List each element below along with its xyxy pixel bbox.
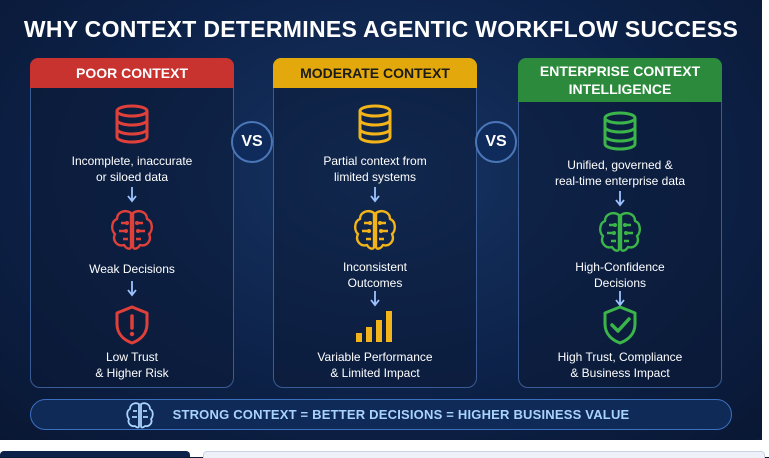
outcome-text-line-1: High Trust, Compliance [557, 350, 683, 364]
bar-chart-icon [356, 311, 392, 342]
arrow-down-icon [127, 281, 137, 297]
panel-moderate-context: MODERATE CONTEXT Partial context from li… [273, 58, 477, 388]
decision-text: Weak Decisions [31, 261, 233, 277]
outcome-text-line-1: Variable Performance [317, 350, 433, 364]
data-text-line-2: limited systems [333, 170, 416, 184]
outcome-text: Low Trust & Higher Risk [31, 349, 233, 381]
header-line-2: INTELLIGENCE [568, 81, 672, 97]
arrow-down-icon [370, 291, 380, 307]
arrow-down-icon [370, 187, 380, 203]
data-quality-text: Incomplete, inaccurate or siloed data [31, 153, 233, 185]
warning-shield-icon [115, 305, 149, 345]
summary-text: STRONG CONTEXT = BETTER DECISIONS = HIGH… [172, 407, 630, 422]
arrow-down-icon [615, 291, 625, 307]
infographic-title: WHY CONTEXT DETERMINES AGENTIC WORKFLOW … [23, 16, 739, 42]
database-icon [603, 111, 637, 151]
brain-icon [599, 212, 641, 252]
arrow-down-icon [127, 187, 137, 203]
outcome-text: High Trust, Compliance & Business Impact [519, 349, 721, 381]
next-card-light [203, 451, 765, 458]
decision-text-line-1: Weak Decisions [89, 262, 175, 276]
outcome-text-line-1: Low Trust [105, 350, 159, 364]
outcome-text-line-2: & Limited Impact [330, 366, 420, 380]
summary-banner: STRONG CONTEXT = BETTER DECISIONS = HIGH… [30, 399, 732, 430]
outcome-text: Variable Performance & Limited Impact [274, 349, 476, 381]
database-icon [358, 104, 392, 144]
panel-header-enterprise: ENTERPRISE CONTEXT INTELLIGENCE [518, 58, 722, 102]
page-margin [762, 0, 769, 457]
next-card-dark [0, 451, 190, 457]
panel-enterprise-context: ENTERPRISE CONTEXT INTELLIGENCE Unified,… [518, 58, 722, 388]
outcome-text-line-2: & Higher Risk [95, 366, 169, 380]
vs-badge: VS [231, 121, 273, 163]
decision-text: Inconsistent Outcomes [274, 259, 476, 291]
header-line-1: ENTERPRISE CONTEXT [539, 63, 701, 79]
brain-icon [111, 210, 153, 250]
next-section-preview [0, 440, 769, 458]
vs-badge: VS [475, 121, 517, 163]
data-text-line-2: or siloed data [95, 170, 169, 184]
data-text-line-2: real-time enterprise data [554, 174, 686, 188]
brain-icon [354, 210, 396, 250]
ai-brain-circuit-icon [126, 402, 154, 429]
data-quality-text: Unified, governed & real-time enterprise… [519, 157, 721, 189]
panel-header-moderate: MODERATE CONTEXT [273, 58, 477, 88]
arrow-down-icon [615, 191, 625, 207]
data-text-line-1: Partial context from [323, 154, 427, 168]
outcome-text-line-2: & Business Impact [570, 366, 670, 380]
decision-text-line-2: Outcomes [347, 276, 403, 290]
check-shield-icon [603, 305, 637, 345]
panel-header-poor: POOR CONTEXT [30, 58, 234, 88]
data-quality-text: Partial context from limited systems [274, 153, 476, 185]
decision-text: High-Confidence Decisions [519, 259, 721, 291]
decision-text-line-2: Decisions [593, 276, 647, 290]
panel-poor-context: POOR CONTEXT Incomplete, inaccurate or s… [30, 58, 234, 388]
data-text-line-1: Unified, governed & [567, 158, 673, 172]
decision-text-line-1: High-Confidence [575, 260, 665, 274]
decision-text-line-1: Inconsistent [342, 260, 408, 274]
data-text-line-1: Incomplete, inaccurate [71, 154, 193, 168]
database-icon [115, 104, 149, 144]
